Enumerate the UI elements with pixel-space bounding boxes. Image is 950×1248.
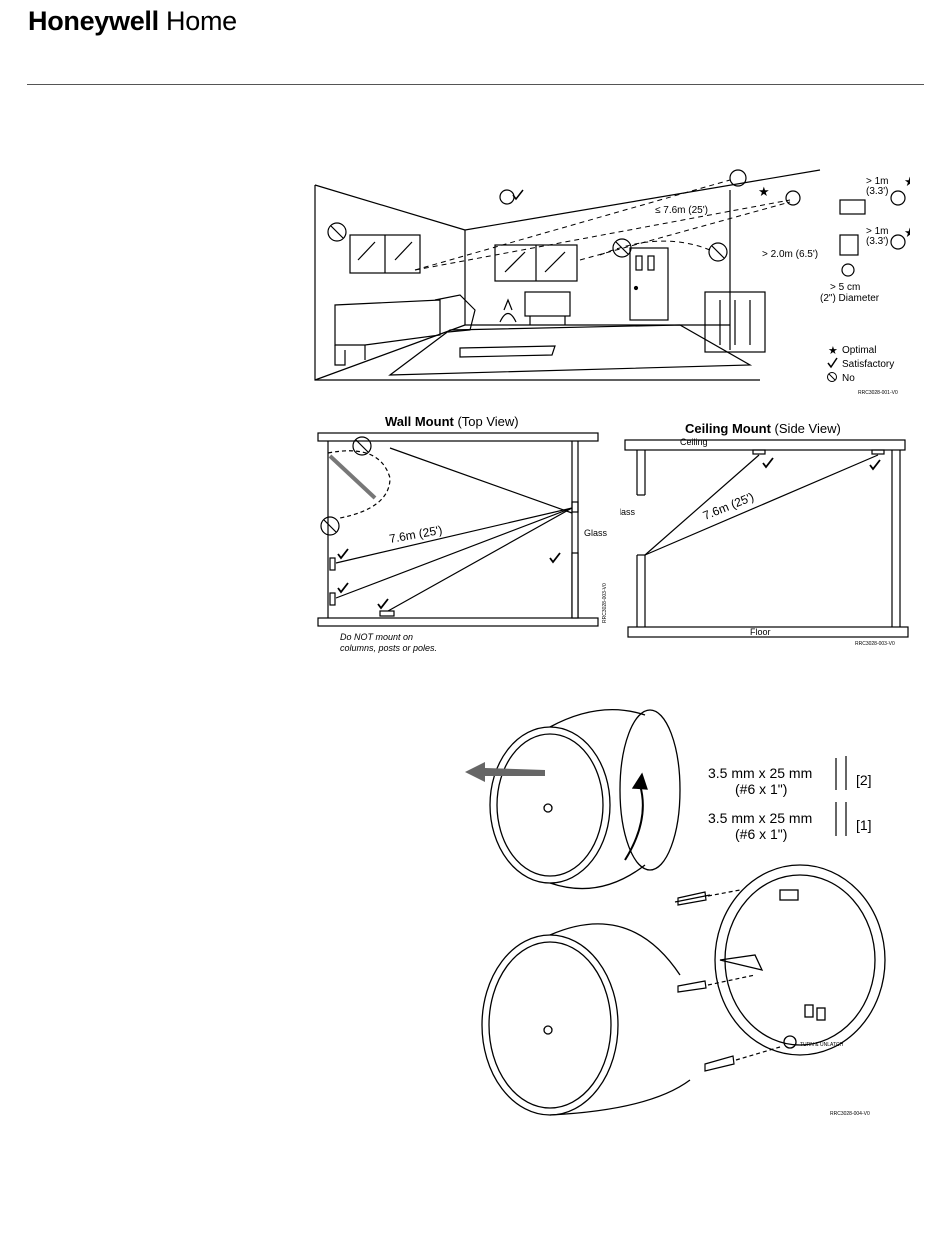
base-turn-label: TURN & UNLATCH [800, 1042, 844, 1048]
no-icon [827, 372, 837, 382]
wall-distance-label: 7.6m (25') [388, 523, 443, 546]
check-icon [869, 459, 881, 471]
ceiling-mount-diagram: Ceiling Mount (Side View) Ceiling Glass … [620, 421, 909, 647]
brand-regular: Home [158, 6, 237, 36]
gap-label-2-imperial: (3.3') [866, 236, 888, 247]
legend-satisfactory: Satisfactory [842, 359, 894, 370]
wall-figure-code: RRC3028-003-V0 [602, 583, 608, 623]
wall-glass-label: Glass [584, 528, 608, 538]
screw-1-quantity: [2] [856, 772, 872, 788]
star-icon: ★ [828, 345, 838, 357]
check-icon [549, 552, 561, 564]
ceiling-mount-title: Ceiling Mount (Side View) [685, 421, 841, 436]
screw-2-quantity: [1] [856, 817, 872, 833]
check-icon [377, 598, 389, 610]
min-height-label: > 2.0m (6.5') [762, 249, 818, 260]
star-icon: ★ [904, 225, 910, 240]
screw-1-size: 3.5 mm x 25 mm [708, 765, 812, 781]
check-icon [337, 582, 349, 594]
brand-logo: Honeywell Home [28, 6, 237, 37]
wall-note-line1: Do NOT mount on [340, 632, 413, 642]
max-distance-label: ≤ 7.6m (25') [655, 205, 708, 216]
check-icon [762, 457, 774, 469]
gap-label-1: > 1m [866, 176, 889, 187]
hardware-install-figure: 3.5 mm x 25 mm (#6 x 1") [2] 3.5 mm x 25… [465, 708, 886, 1117]
room-placement-figure: ≤ 7.6m (25') > 2.0m (6.5') > 1m (3.3') >… [314, 169, 910, 396]
brand-bold: Honeywell [28, 6, 159, 36]
ceiling-distance-label: 7.6m (25') [701, 490, 756, 523]
wall-note-line2: columns, posts or poles. [340, 643, 437, 653]
wall-mount-diagram: Wall Mount (Top View) 7.6m (25') Glass D… [317, 414, 608, 653]
gap-label-2: > 1m [866, 226, 889, 237]
legend-no: No [842, 373, 855, 384]
room-legend: ★ Optimal Satisfactory No RRC3028-001-V0 [827, 345, 898, 396]
diameter-label: > 5 cm [830, 282, 860, 293]
check-icon [827, 357, 838, 369]
ceiling-label: Ceiling [680, 437, 708, 447]
wall-mount-title: Wall Mount (Top View) [385, 414, 519, 429]
star-icon: ★ [758, 184, 770, 199]
diameter-label-imperial: (2") Diameter [820, 293, 880, 304]
ceiling-figure-code: RRC3028-003-V0 [855, 641, 895, 647]
screw-1-imperial: (#6 x 1") [735, 781, 787, 797]
floor-label: Floor [750, 627, 771, 637]
screw-2-imperial: (#6 x 1") [735, 826, 787, 842]
star-icon: ★ [904, 174, 910, 189]
screw-2-size: 3.5 mm x 25 mm [708, 810, 812, 826]
hardware-figure-code: RRC3028-004-V0 [830, 1111, 870, 1117]
legend-optimal: Optimal [842, 345, 876, 356]
header-divider [27, 84, 924, 85]
gap-label-1-imperial: (3.3') [866, 186, 888, 197]
check-icon [337, 548, 349, 560]
ceiling-glass-label: Glass [620, 507, 636, 517]
figure-code: RRC3028-001-V0 [858, 390, 898, 396]
